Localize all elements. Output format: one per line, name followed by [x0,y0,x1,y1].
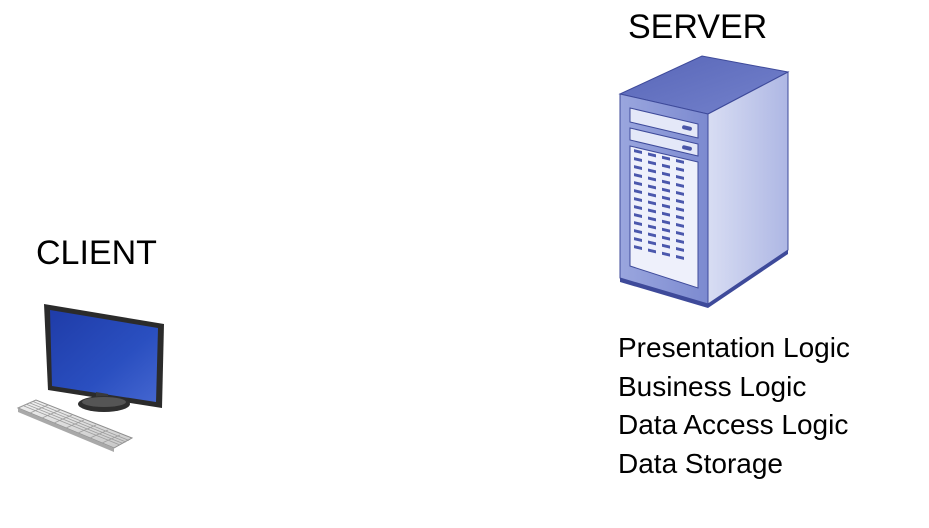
server-tower-icon [618,55,790,308]
desktop-computer-icon [16,304,164,452]
logic-item-presentation: Presentation Logic [618,332,850,363]
server-logic-list: Presentation Logic Business Logic Data A… [618,329,850,483]
client-title: CLIENT [36,234,157,272]
logic-item-business: Business Logic [618,370,807,402]
server-title: SERVER [628,8,768,46]
logic-item-data-storage: Data Storage [618,447,783,479]
logic-item-data-access: Data Access Logic [618,409,849,440]
